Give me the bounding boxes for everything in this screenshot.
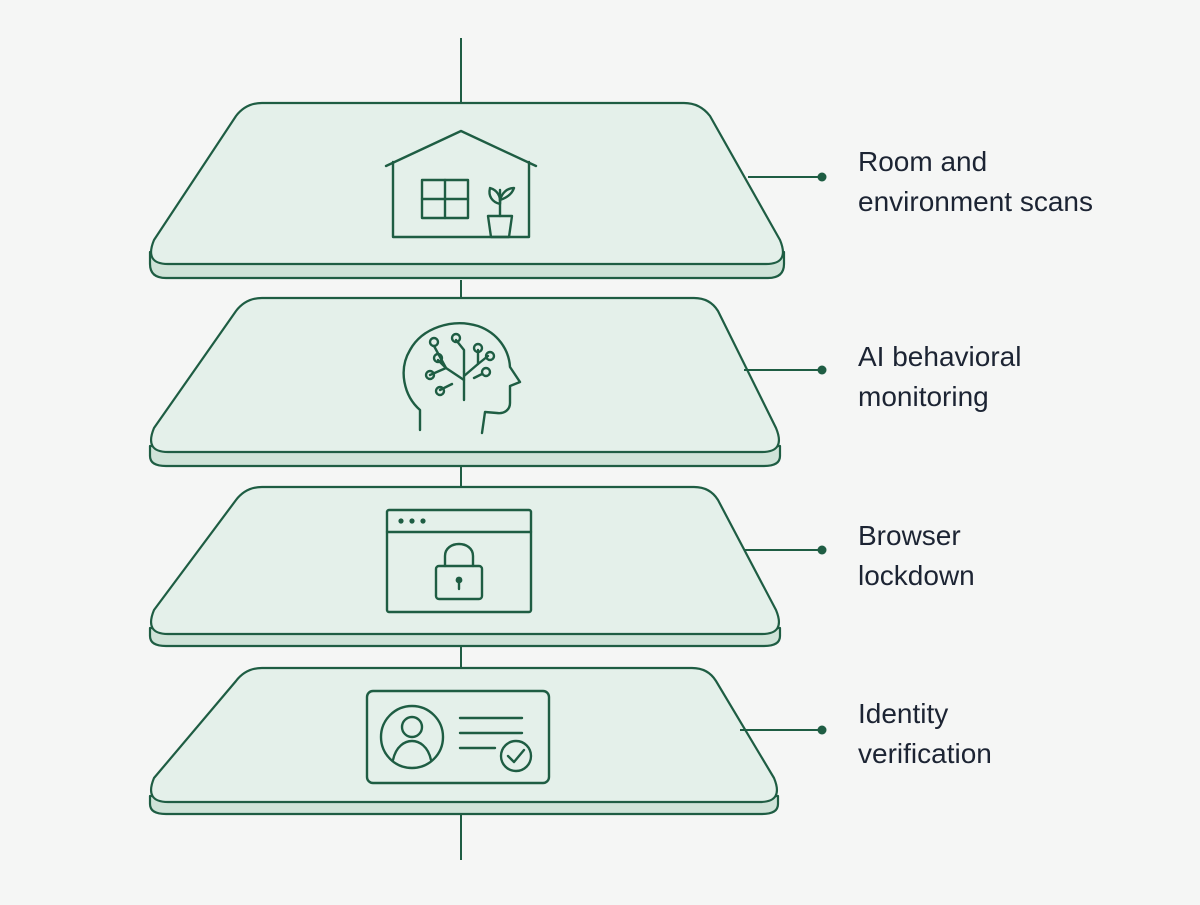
id-card-icon xyxy=(365,689,551,785)
label-line: AI behavioral xyxy=(858,341,1022,372)
layer-label-ai-monitoring: AI behavioral monitoring xyxy=(858,337,1021,417)
label-line: Room and xyxy=(858,146,988,177)
house-icon xyxy=(384,129,538,239)
layer-environment xyxy=(148,101,827,280)
leader-dot xyxy=(817,545,827,555)
plate-top xyxy=(150,485,780,636)
label-line: Identity xyxy=(858,698,949,729)
layer-label-browser-lockdown: Browser lockdown xyxy=(858,516,975,596)
label-line: lockdown xyxy=(858,560,975,591)
leader-dot xyxy=(817,725,827,735)
layer-label-environment: Room and environment scans xyxy=(858,142,1093,222)
layer-ai-monitoring xyxy=(148,296,827,468)
leader-dot xyxy=(817,172,827,182)
plate-top xyxy=(150,666,778,804)
leader-dot xyxy=(817,365,827,375)
browser-lock-icon xyxy=(385,508,533,614)
layer-identity-verification xyxy=(148,666,827,816)
label-line: verification xyxy=(858,738,992,769)
layer-browser-lockdown xyxy=(148,485,827,648)
label-line: Browser xyxy=(858,520,961,551)
label-line: environment scans xyxy=(858,186,1094,217)
label-line: monitoring xyxy=(858,381,989,412)
layer-label-identity-verification: Identity verification xyxy=(858,694,992,774)
ai-head-icon xyxy=(402,322,522,435)
